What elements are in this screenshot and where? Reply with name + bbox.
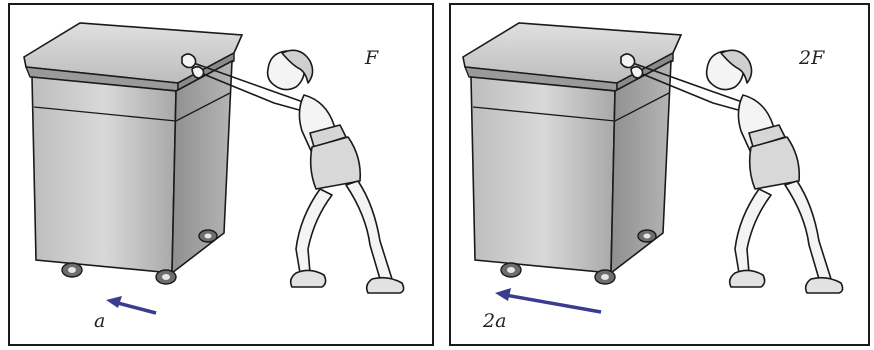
force-label: 2F: [799, 47, 824, 69]
acceleration-label: a: [94, 310, 105, 332]
acceleration-arrow-icon: [495, 288, 601, 312]
panel-right: 2F 2a: [449, 3, 870, 346]
force-label: F: [365, 47, 378, 69]
acceleration-arrow-icon: [106, 296, 156, 313]
panel-left: F a: [8, 3, 434, 346]
acceleration-label: 2a: [483, 310, 506, 332]
storage-bin-icon: [463, 23, 681, 284]
storage-bin-icon: [24, 23, 242, 284]
